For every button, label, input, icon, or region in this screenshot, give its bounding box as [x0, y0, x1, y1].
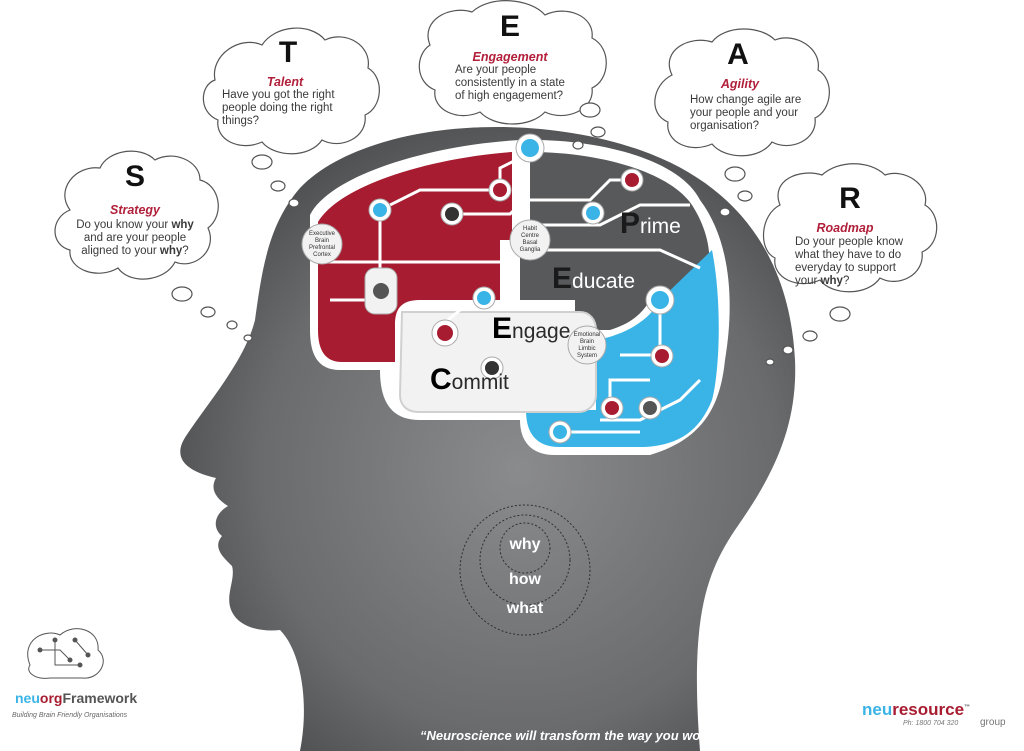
- why-label: why: [509, 536, 541, 553]
- node-dark: [440, 202, 464, 226]
- cloud-s-text: Do you know your why and are your people…: [76, 219, 194, 257]
- cloud-t-letter: T: [278, 36, 298, 69]
- node-red: [650, 344, 674, 368]
- neuorg-tagline: Building Brain Friendly Organisations: [12, 712, 128, 719]
- thought-clouds: [54, 0, 938, 366]
- node-red: [600, 396, 624, 420]
- what-label: what: [506, 600, 544, 617]
- node-red: [431, 319, 459, 347]
- why-how-what-rings: [459, 504, 591, 636]
- cloud-roadmap: [762, 163, 938, 293]
- node-blue: [581, 201, 605, 225]
- cloud-a-letter: A: [727, 38, 749, 71]
- cloud-engagement: [418, 0, 607, 125]
- stage-engage: Engage: [492, 312, 571, 345]
- cloud-t-title: Talent: [266, 75, 304, 89]
- node-dark: [480, 356, 504, 380]
- node-blue: [515, 133, 545, 163]
- stage-educate: Educate: [552, 262, 636, 295]
- cloud-r-letter: R: [839, 182, 861, 215]
- cloud-strategy: [54, 150, 219, 280]
- node-habit-label: [509, 219, 551, 261]
- cloud-s-title: Strategy: [109, 203, 161, 217]
- cloud-agility: [654, 28, 830, 157]
- node-dark: [638, 396, 662, 420]
- node-executive: [364, 267, 398, 315]
- node-blue: [548, 420, 572, 444]
- node-executive-label: [301, 223, 343, 265]
- neuorg-logo: neuorgFramework: [15, 690, 138, 706]
- node-red: [488, 178, 512, 202]
- stage-commit: Commit: [430, 363, 509, 396]
- node-emotional-label: [567, 325, 607, 365]
- brain-nodes: [301, 133, 675, 444]
- cloud-a-title: Agility: [720, 77, 760, 91]
- cloud-s-letter: S: [124, 160, 145, 193]
- cloud-talent: [202, 27, 380, 155]
- cloud-e-letter: E: [499, 10, 520, 43]
- node-blue: [368, 198, 392, 222]
- node-blue: [472, 286, 496, 310]
- grey-region: [520, 152, 710, 330]
- footer-quote: “Neuroscience will transform the way you…: [420, 728, 720, 743]
- how-label: how: [509, 571, 541, 588]
- cloud-e-title: Engagement: [472, 50, 548, 64]
- neuresource-logo: neuresource™: [862, 700, 971, 719]
- cloud-r-title: Roadmap: [816, 221, 874, 235]
- stage-prime: Prime: [620, 207, 681, 240]
- node-red: [620, 168, 644, 192]
- node-blue: [645, 285, 675, 315]
- neuresource-phone: Ph: 1800 704 320: [903, 720, 959, 727]
- neuresource-group: group: [980, 717, 1006, 728]
- brain-logo-icon: [27, 628, 104, 679]
